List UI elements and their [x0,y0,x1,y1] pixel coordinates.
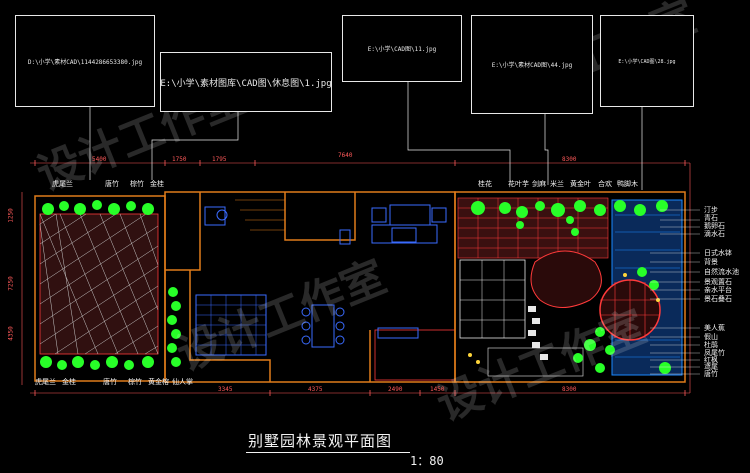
brick-paving [458,198,608,258]
feature-label: 凤尾竹 [704,349,725,357]
dimension-ticks [34,160,686,396]
plant-row-bottom [40,356,154,370]
image-ref-box: E:\小学\素材图库\CAD图\休息图\1.jpg [160,52,332,112]
feature-label: 景石叠石 [704,295,732,303]
image-ref-box: E:\小学\CAD图\11.jpg [342,15,462,82]
dim-bottom: 3345 [218,386,233,393]
plant-column-left [167,287,181,367]
left-garden [34,195,181,382]
feature-label: 美人蕉 [704,324,725,332]
plant-label: 金桂 [62,378,76,386]
dim-top: 8300 [562,156,577,163]
right-label-leaders [650,209,700,375]
feature-label: 鸢尾 [704,363,718,371]
plant-cluster-right [516,216,671,374]
drawing-scale: 1：80 [410,454,444,468]
plant-row-top [42,200,154,215]
image-ref-path: E:\小学\素材CAD图\44.jpg [491,62,573,69]
image-ref-path: E:\小学\素材图库\CAD图\休息图\1.jpg [160,78,332,89]
image-ref-box: D:\小学\素材CAD\1144286653380.jpg [15,15,155,107]
feature-label: 青石 [704,214,718,222]
plant-label: 花叶芋 [508,180,529,188]
plant-label: 剑麻 [532,180,546,188]
house [164,191,456,383]
plant-row-right-top [471,200,668,218]
lattice-paving [39,213,159,355]
dim-bottom: 8300 [562,386,577,393]
grid-paving [459,259,526,339]
feature-label: 自然流水池 [704,268,739,276]
image-ref-path: E:\小学\CAD图\11.jpg [367,46,437,53]
dim-top: 1750 [172,156,187,163]
dim-left: 1250 [7,208,15,223]
feature-label: 背景 [704,258,718,266]
flower-dots [468,273,660,364]
dim-bottom: 4375 [308,386,323,393]
feature-label: 鹅卵石 [704,222,725,230]
feature-label: 红枫 [704,356,718,364]
plant-label: 唐竹 [105,180,119,188]
image-ref-box: E:\小学\素材CAD图\44.jpg [471,15,593,114]
plant-label: 仙人掌 [172,378,193,386]
feature-label: 汀步 [704,206,718,214]
plant-label: 黄金榕 [148,378,169,386]
feature-label: 滴水石 [704,230,725,238]
plant-label: 棕竹 [130,180,144,188]
dim-left: 4350 [7,326,15,341]
plant-label: 金桂 [150,180,164,188]
dim-top: 7640 [338,152,353,159]
dim-bottom: 1450 [430,386,445,393]
image-ref-path: D:\小学\素材CAD\1144286653380.jpg [27,58,143,66]
house-furniture [195,204,447,356]
dim-top: 1795 [212,156,227,163]
plant-label: 黄金叶 [570,180,591,188]
plant-label: 鸭脚木 [617,180,638,188]
plant-label: 唐竹 [103,378,117,386]
right-garden [454,191,686,383]
feature-label: 日式水钵 [704,249,732,257]
image-ref-box: E:\小学\CAD图\28.jpg [600,15,694,107]
feature-label: 亲水平台 [704,286,732,294]
plant-label: 米兰 [550,180,564,188]
image-ref-path: E:\小学\CAD图\28.jpg [618,58,676,65]
dimension-lines [21,162,691,394]
plant-label: 虎尾兰 [52,180,73,188]
house-stairs [235,199,285,231]
drawing-title: 别墅园林景观平面图 [248,432,393,450]
title-underline [246,452,410,453]
rock-garden [530,250,602,308]
stepping-stones [528,306,548,360]
feature-label: 假山 [704,333,718,341]
plant-label: 桂花 [478,180,492,188]
dim-bottom: 2490 [388,386,403,393]
plant-label: 棕竹 [128,378,142,386]
feature-label: 杜鹃 [704,341,718,349]
plant-label: 合欢 [598,180,612,188]
plant-label: 虎尾兰 [35,378,56,386]
feature-label: 唐竹 [704,370,718,378]
dim-top: 5400 [92,156,107,163]
dim-left: 7250 [7,276,15,291]
feature-label: 景观置石 [704,278,732,286]
